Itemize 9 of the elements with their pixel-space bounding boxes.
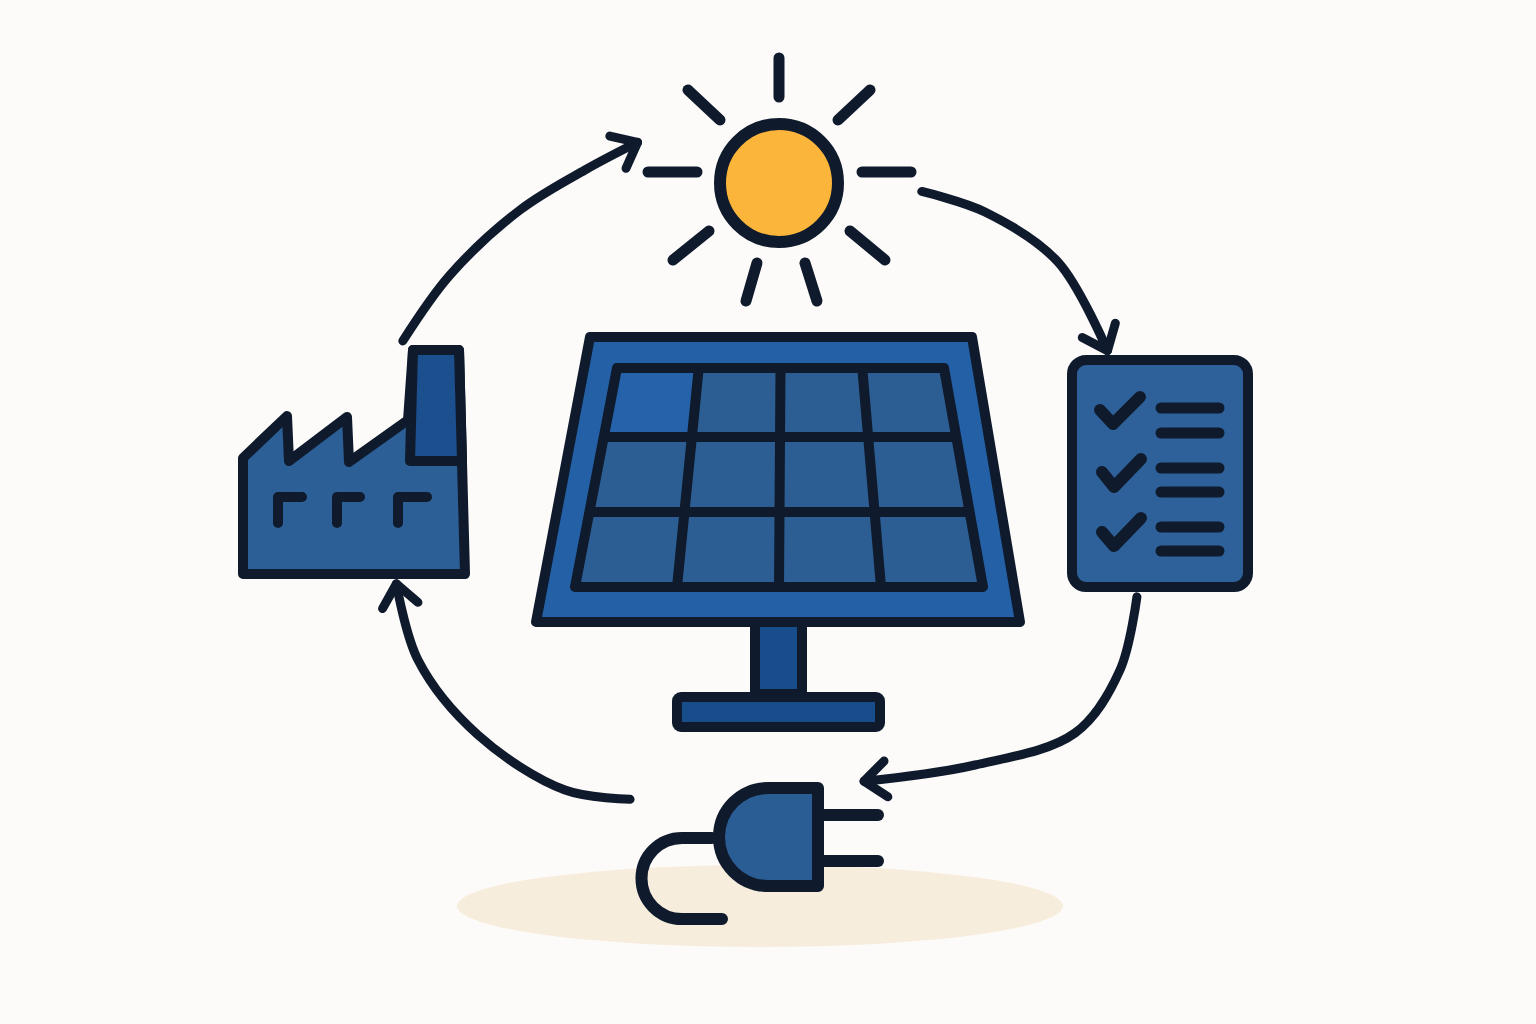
arrow bbox=[378, 579, 635, 804]
plug-icon bbox=[635, 782, 884, 925]
solar-panel-illustration bbox=[531, 332, 1025, 732]
sun-icon bbox=[642, 52, 917, 307]
factory-icon bbox=[238, 345, 470, 579]
arrow bbox=[398, 131, 643, 346]
arrow bbox=[917, 187, 1120, 356]
checklist-icon bbox=[1067, 355, 1253, 592]
arrow bbox=[859, 592, 1142, 802]
